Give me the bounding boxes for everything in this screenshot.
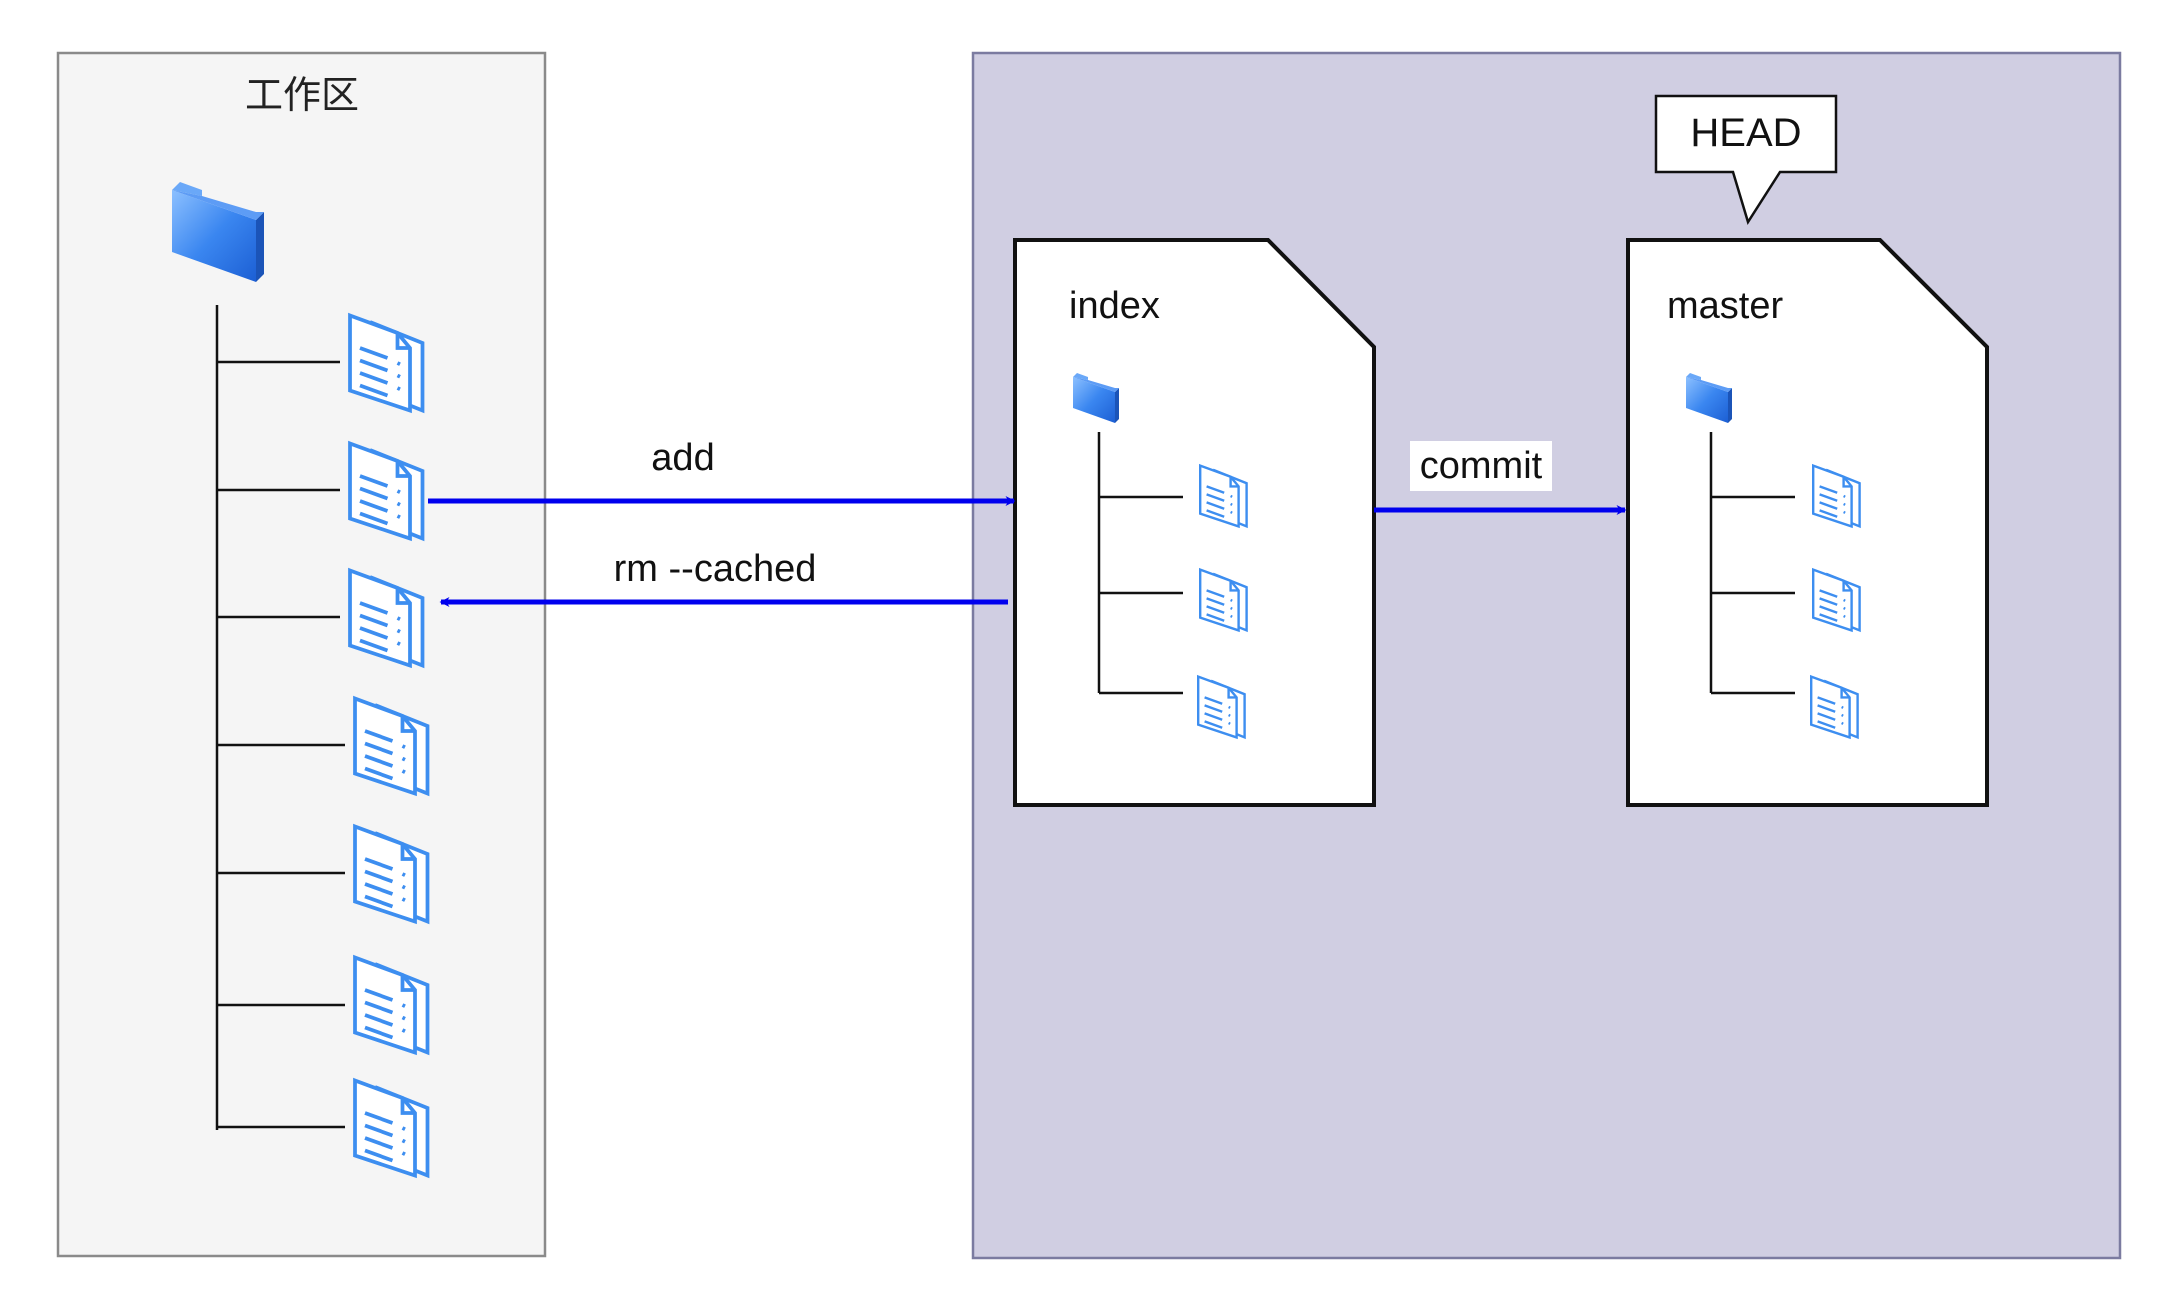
index-label: index bbox=[1069, 285, 1160, 327]
workspace-panel bbox=[56, 51, 547, 1258]
index-box: index bbox=[1013, 238, 1376, 807]
workspace-tree bbox=[215, 305, 345, 1130]
master-tree bbox=[1709, 432, 1795, 695]
head-callout: HEAD bbox=[1654, 94, 1838, 225]
workspace-title: 工作区 bbox=[245, 73, 359, 117]
commit-label: commit bbox=[1420, 445, 1543, 487]
head-label: HEAD bbox=[1690, 111, 1801, 155]
index-tree bbox=[1097, 432, 1183, 695]
add-arrow: add bbox=[428, 437, 1016, 506]
add-label: add bbox=[651, 437, 714, 479]
master-box: master bbox=[1626, 238, 1989, 807]
commit-arrow: commit bbox=[1374, 441, 1627, 515]
master-label: master bbox=[1667, 285, 1783, 327]
rm-cached-label: rm --cached bbox=[614, 548, 817, 590]
commit-label-bg bbox=[1410, 441, 1552, 491]
rm-cached-arrow: rm --cached bbox=[439, 548, 1008, 607]
